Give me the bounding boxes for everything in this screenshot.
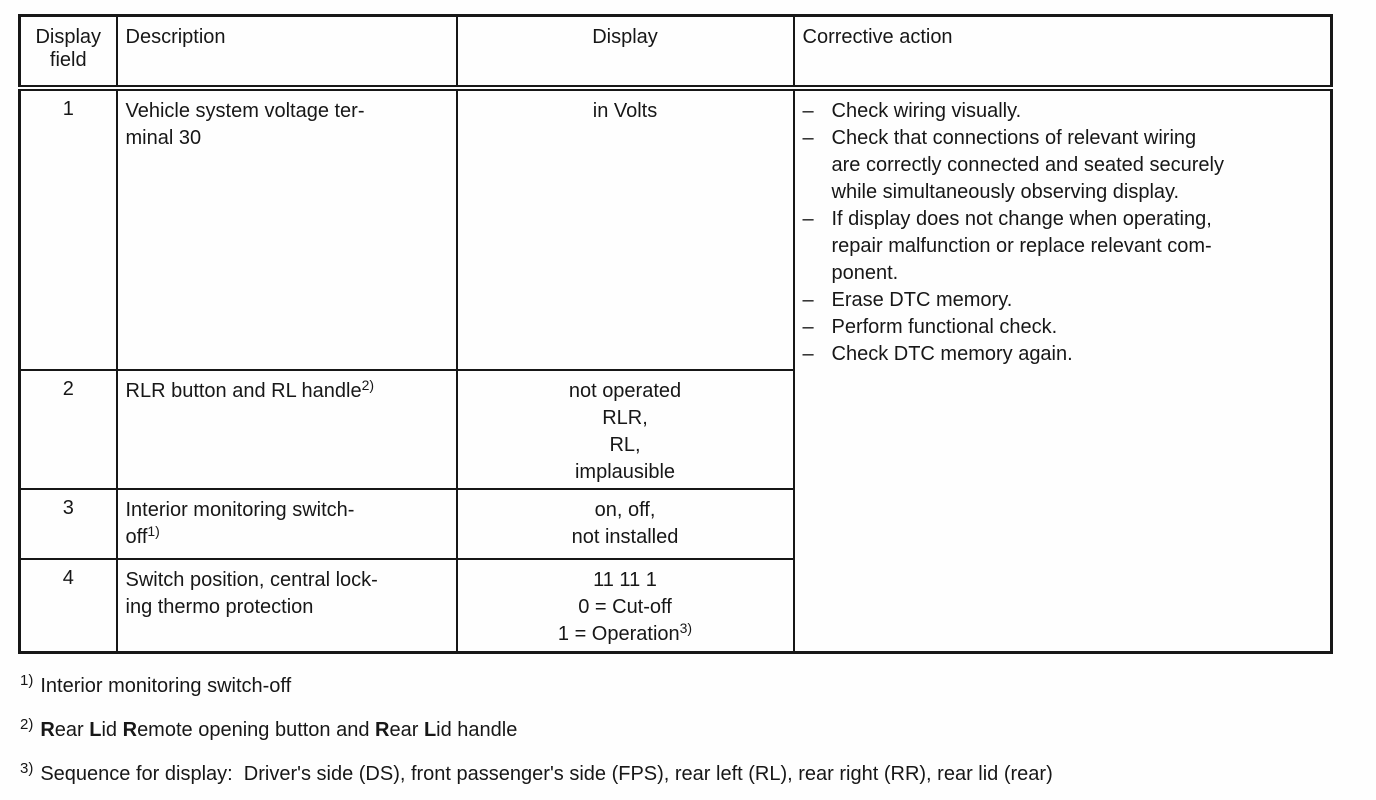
bold-letter: R [122, 719, 138, 741]
dash-bullet: – [802, 342, 814, 365]
row-4-description: Switch position, central lock- ing therm… [115, 557, 458, 654]
header-row: Display field Description Display Correc… [18, 14, 1333, 91]
description-text: Interior monitoring switch- off [125, 498, 355, 548]
corrective-item: –Check DTC memory again. [803, 341, 1323, 368]
dash-bullet: – [802, 288, 814, 311]
row-3-field: 3 [18, 487, 118, 560]
display-text: in Volts [592, 99, 658, 122]
display-text: 11 11 1 0 = Cut-off 1 = Operation [557, 568, 680, 645]
row-3-display: on, off, not installed [455, 487, 795, 560]
dash-bullet: – [802, 207, 814, 230]
row-1-display: in Volts [455, 86, 795, 371]
corrective-item: –Erase DTC memory. [803, 287, 1323, 314]
footnote-2-marker: 2) [20, 716, 34, 733]
display-text: on, off, not installed [571, 498, 679, 548]
table-row-4: 4 Switch position, central lock- ing the… [18, 557, 1332, 654]
footnote-ref-2: 2) [361, 376, 375, 393]
description-text: Switch position, central lock- ing therm… [125, 568, 378, 618]
footnote-1-marker: 1) [20, 672, 34, 689]
corrective-item-text: Check DTC memory again. [831, 342, 1073, 365]
bold-letter: R [375, 719, 390, 741]
footnote-ref-1: 1) [147, 522, 160, 539]
corrective-item-text: Perform functional check. [831, 315, 1058, 338]
footnote-2-text: Rear Lid Remote opening button and Rear … [40, 719, 517, 741]
corrective-item: –Perform functional check. [803, 314, 1323, 341]
footnote-2-segment: id handle [436, 719, 518, 741]
corrective-item-text: Check wiring visually. [831, 99, 1022, 122]
row-4-field: 4 [18, 557, 118, 654]
footnote-1: 1) Interior monitoring switch-off [20, 668, 1053, 699]
bold-letter: L [423, 719, 437, 741]
row-2-description: RLR button and RL handle2) [115, 368, 458, 490]
corrective-item: –If display does not change when operati… [803, 206, 1323, 287]
header-corrective-action: Corrective action [792, 14, 1333, 91]
corrective-item-text: If display does not change when operatin… [831, 207, 1212, 284]
display-text: not operated RLR, RL, implausible [568, 379, 682, 483]
dash-bullet: – [802, 315, 814, 338]
corrective-item-text: Erase DTC memory. [831, 288, 1013, 311]
row-2-display: not operated RLR, RL, implausible [455, 368, 795, 490]
footnote-2-segment: emote opening button and [137, 719, 376, 741]
dash-bullet: – [802, 126, 814, 149]
header-display-field: Display field [18, 14, 118, 91]
footnotes-section: 1) Interior monitoring switch-off 2) Rear … [20, 668, 1053, 800]
footnote-2-segment: ear [389, 719, 424, 741]
row-1-description: Vehicle system voltage ter- minal 30 [115, 86, 458, 371]
description-text: RLR button and RL handle [125, 379, 362, 402]
footnote-2: 2) Rear Lid Remote opening button and Rea… [20, 712, 1053, 743]
footnote-ref-3: 3) [679, 619, 693, 636]
footnote-1-text: Interior monitoring switch-off [40, 675, 292, 697]
table-row-2: 2 RLR button and RL handle2) not operate… [18, 368, 1332, 490]
row-1-field: 1 [18, 86, 118, 371]
footnote-2-segment: ear [54, 719, 90, 741]
footnote-3-marker: 3) [20, 760, 34, 777]
corrective-item: –Check wiring visually. [803, 98, 1323, 125]
dash-bullet: – [802, 99, 814, 122]
row-4-display: 11 11 1 0 = Cut-off 1 = Operation3) [455, 557, 795, 654]
bold-letter: R [40, 719, 55, 741]
footnote-3: 3) Sequence for display: Driver's side (D… [20, 756, 1053, 787]
corrective-item-text: Check that connections of relevant wirin… [831, 126, 1224, 203]
row-2-field: 2 [18, 368, 118, 490]
table-row-3: 3 Interior monitoring switch- off1) on, … [18, 487, 1332, 560]
header-description: Description [115, 14, 458, 91]
table-row-1: 1 Vehicle system voltage ter- minal 30 i… [18, 86, 1333, 654]
footnote-3-text: Sequence for display: Driver's side (DS)… [40, 763, 1053, 785]
corrective-action-cell: –Check wiring visually. –Check that conn… [792, 86, 1333, 654]
diagnostic-display-table: Display field Description Display Correc… [18, 14, 1333, 654]
bold-letter: L [89, 719, 102, 741]
header-display: Display [455, 14, 795, 91]
row-3-description: Interior monitoring switch- off1) [115, 487, 458, 560]
description-text: Vehicle system voltage ter- minal 30 [125, 99, 365, 149]
footnote-2-segment: id [101, 719, 123, 741]
corrective-item: –Check that connections of relevant wiri… [803, 125, 1323, 206]
